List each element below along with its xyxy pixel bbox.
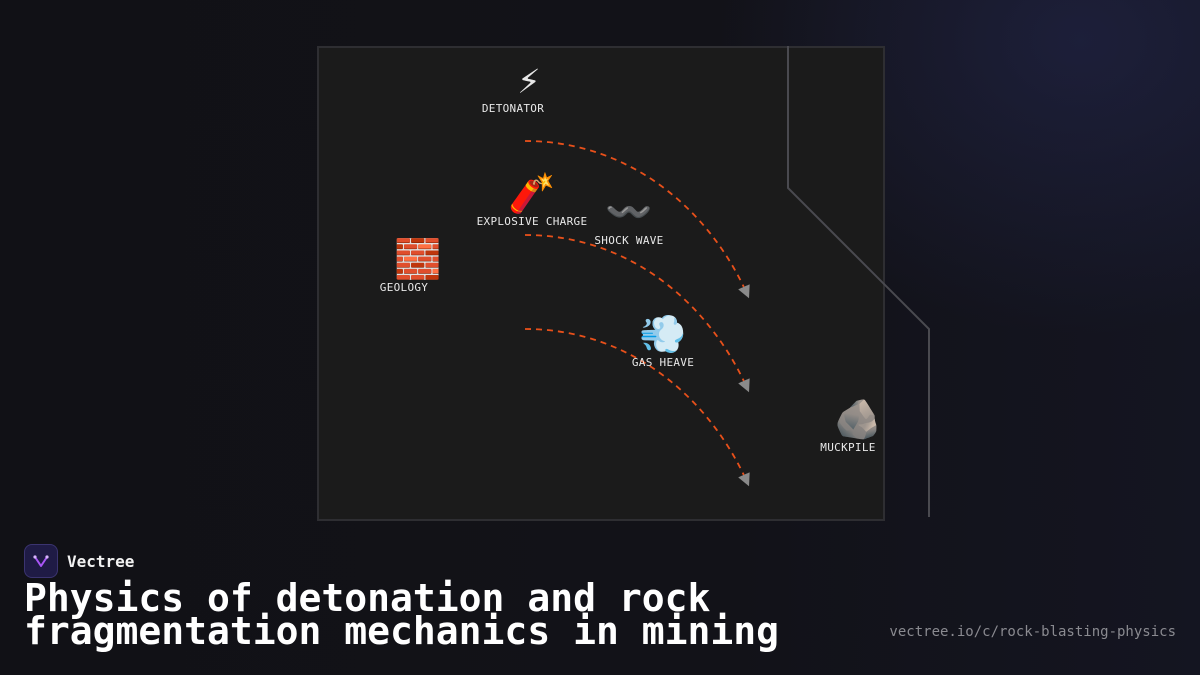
- flow-arrow-2: [524, 234, 750, 393]
- flow-arrow-3: [524, 328, 750, 487]
- node-detonator: ⚡ DETONATOR: [470, 58, 556, 115]
- rock-icon: 🪨: [834, 397, 882, 441]
- node-explosive-charge-label: EXPLOSIVE CHARGE: [476, 215, 588, 228]
- node-muckpile-label: MUCKPILE: [820, 441, 876, 454]
- dash-symbol-icon: 💨: [639, 312, 687, 356]
- diagram-panel: [317, 46, 885, 521]
- node-muckpile: 🪨 MUCKPILE: [816, 397, 882, 454]
- panel-connector-line: [787, 46, 930, 517]
- brand-name: Vectree: [67, 551, 135, 571]
- brand: Vectree: [24, 544, 134, 578]
- brick-icon: 🧱: [394, 237, 442, 281]
- source-url[interactable]: vectree.io/c/rock-blasting-physics: [889, 624, 1176, 640]
- node-gas-heave: 💨 GAS HEAVE: [628, 312, 698, 369]
- node-detonator-label: DETONATOR: [481, 102, 545, 115]
- wavy-dash-icon: 〰️: [605, 190, 653, 234]
- node-shock-wave: 〰️ SHOCK WAVE: [590, 190, 668, 247]
- firecracker-icon: 🧨: [508, 171, 556, 215]
- node-geology: 🧱 GEOLOGY: [372, 237, 442, 294]
- page-title: Physics of detonation and rock fragmenta…: [24, 576, 779, 653]
- lightning-icon: ⚡: [517, 58, 541, 102]
- node-gas-heave-label: GAS HEAVE: [631, 356, 695, 369]
- node-shock-wave-label: SHOCK WAVE: [594, 234, 664, 247]
- vectree-logo-icon: [24, 544, 58, 578]
- node-explosive-charge: 🧨 EXPLOSIVE CHARGE: [470, 171, 594, 228]
- node-geology-label: GEOLOGY: [379, 281, 429, 294]
- flow-arrow-1: [524, 140, 750, 299]
